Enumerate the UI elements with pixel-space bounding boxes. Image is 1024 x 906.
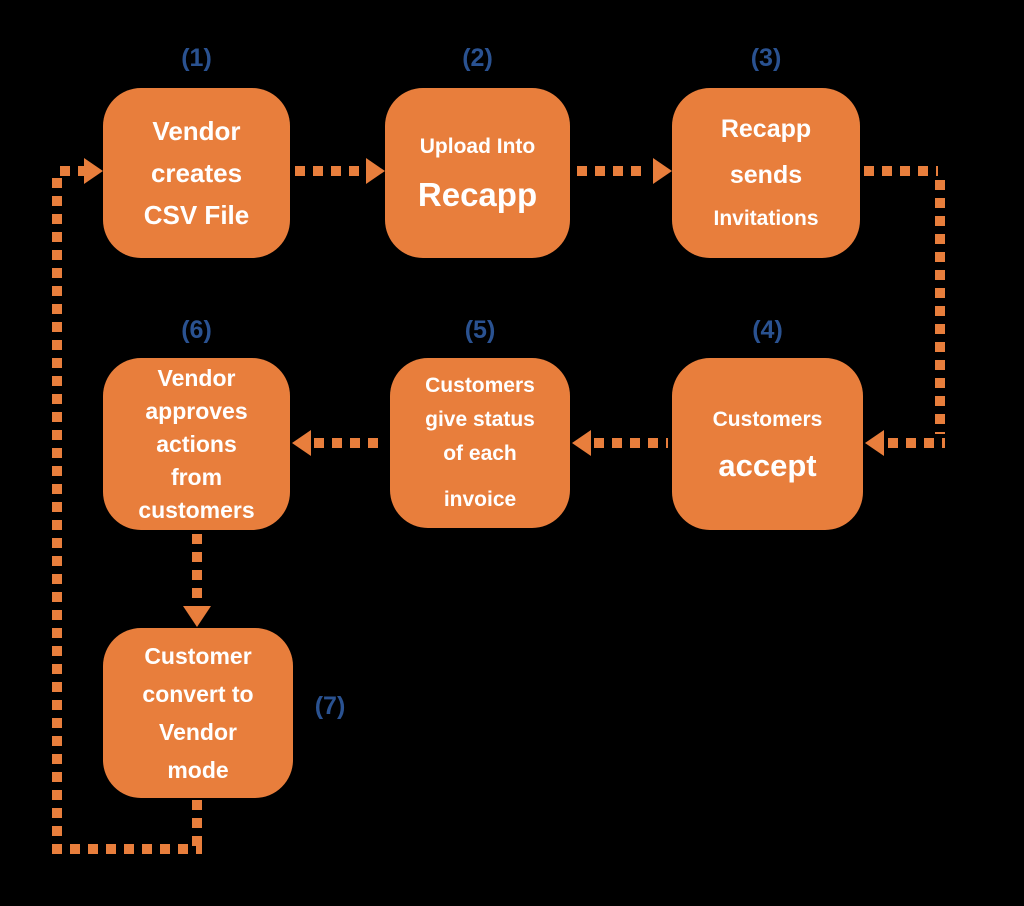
connector-3-4-bottom-dots	[888, 438, 945, 448]
step-6-number: (6)	[181, 316, 212, 344]
connector-1-2-dots	[295, 166, 365, 176]
step-line: Customers	[712, 408, 823, 431]
connector-2-3-dots	[577, 166, 649, 176]
step-1-number: (1)	[181, 44, 212, 72]
step-4-number: (4)	[752, 316, 783, 344]
step-line: Invitations	[713, 207, 819, 230]
connector-7-1-left-dots	[52, 178, 62, 854]
connector-7-1-drop-dots	[192, 800, 202, 846]
step-line: Upload Into	[419, 135, 536, 158]
step-line: Vendor	[159, 719, 237, 745]
step-line: Customer	[144, 643, 252, 669]
step-3-number: (3)	[750, 44, 782, 72]
step-6-box: Vendor approves actions from customers	[103, 358, 290, 530]
connector-3-4-vertical-dots	[935, 180, 945, 434]
step-line: sends	[729, 161, 803, 189]
step-5-number: (5)	[464, 316, 496, 344]
step-7-number: (7)	[314, 692, 346, 720]
step-line: mode	[167, 757, 229, 783]
step-1-box: Vendor creates CSV File	[103, 88, 290, 258]
step-line: CSV File	[143, 200, 250, 230]
connector-6-7-arrowhead-icon	[183, 606, 211, 627]
step-line: Vendor	[152, 116, 241, 146]
step-7-box: Customer convert to Vendor mode	[103, 628, 293, 798]
step-line: convert to	[142, 681, 254, 707]
step-line: creates	[150, 158, 243, 188]
step-line: customers	[138, 496, 255, 523]
step-line: Recapp	[417, 176, 538, 213]
step-line: from	[170, 463, 223, 490]
connector-5-6-dots	[314, 438, 386, 448]
connector-3-4-top-dots	[864, 166, 938, 176]
step-line: Vendor	[157, 364, 236, 391]
step-3-box: Recapp sends Invitations	[672, 88, 860, 258]
connector-5-6-arrowhead-icon	[292, 430, 311, 456]
connector-1-2-arrowhead-icon	[366, 158, 385, 184]
connector-7-1-arrowhead-icon	[84, 158, 103, 184]
connector-2-3-arrowhead-icon	[653, 158, 672, 184]
step-4-box: Customers accept	[672, 358, 863, 530]
step-2-number: (2)	[462, 44, 493, 72]
step-line: accept	[718, 448, 817, 483]
step-line: invoice	[443, 488, 517, 511]
connector-7-1-top-dots	[60, 166, 84, 176]
connector-3-4-arrowhead-icon	[865, 430, 884, 456]
step-line: of each	[443, 442, 517, 465]
connector-6-7-dots	[192, 534, 202, 604]
step-line: give status	[425, 408, 535, 431]
connector-4-5-arrowhead-icon	[572, 430, 591, 456]
step-5-box: Customers give status of each invoice	[390, 358, 570, 528]
step-line: Recapp	[720, 115, 812, 143]
connector-4-5-dots	[594, 438, 668, 448]
connector-7-1-bottom-dots	[52, 844, 202, 854]
step-2-box: Upload Into Recapp	[385, 88, 570, 258]
step-line: approves	[145, 397, 248, 424]
step-line: Customers	[425, 374, 535, 397]
step-line: actions	[156, 430, 237, 457]
